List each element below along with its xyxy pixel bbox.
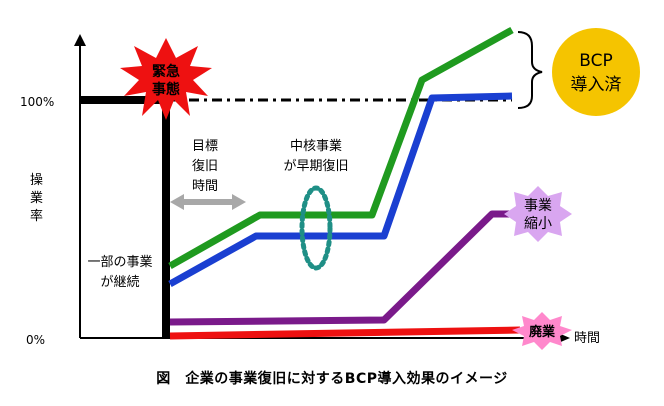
target-time-arrow-icon bbox=[170, 194, 246, 210]
abolish-label: 廃業 bbox=[528, 324, 556, 340]
y-label-100: 100% bbox=[20, 95, 54, 109]
shrink-burst-icon bbox=[504, 186, 572, 242]
y-axis-title-3: 率 bbox=[30, 208, 43, 224]
bcp-line bbox=[168, 26, 514, 270]
abolish-burst-icon bbox=[512, 312, 572, 350]
bcp-badge-label-1: BCP bbox=[579, 51, 613, 71]
shrink-label-2: 縮小 bbox=[524, 216, 552, 232]
target-time-label-3: 時間 bbox=[192, 179, 218, 194]
target-time-label-1: 目標 bbox=[192, 139, 218, 154]
y-axis-arrow-icon bbox=[74, 34, 86, 46]
early-recovery-label-2: が早期復旧 bbox=[283, 158, 348, 174]
emergency-label-1: 緊急 bbox=[152, 63, 180, 80]
bcp-badge bbox=[552, 28, 640, 116]
emergency-label-2: 事態 bbox=[152, 81, 180, 98]
emergency-burst-icon bbox=[120, 38, 212, 120]
y-axis-title-1: 操 bbox=[30, 172, 43, 188]
target-time-label-2: 復旧 bbox=[192, 158, 218, 174]
early-recovery-label-1: 中核事業 bbox=[290, 138, 342, 154]
shrink-line bbox=[169, 210, 520, 326]
shrink-label-1: 事業 bbox=[524, 198, 552, 214]
y-label-0: 0% bbox=[26, 333, 45, 347]
bcp-brace-icon bbox=[517, 31, 543, 109]
x-axis-label: 時間 bbox=[574, 331, 600, 346]
y-axis-title-2: 業 bbox=[30, 190, 43, 206]
partial-continuation-label-1: 一部の事業 bbox=[87, 254, 152, 270]
partial-continuation-label-2: が継続 bbox=[100, 275, 139, 290]
early-recovery-highlight bbox=[299, 185, 333, 271]
bcp-badge-label-2: 導入済 bbox=[571, 75, 622, 95]
core-business-line bbox=[168, 92, 513, 288]
abolish-line bbox=[169, 326, 521, 340]
figure-caption: 図 企業の事業復旧に対するBCP導入効果のイメージ bbox=[156, 371, 508, 387]
